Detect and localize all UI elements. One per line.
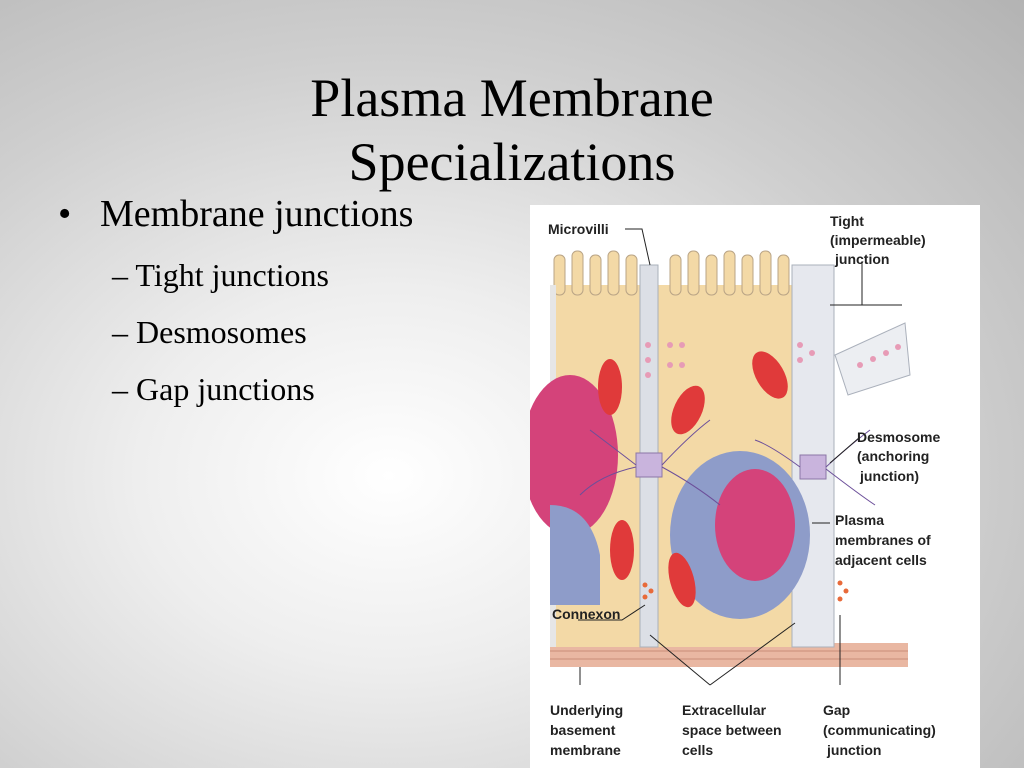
- label-plasma-1: Plasma: [835, 512, 884, 528]
- membrane-junctions-illustration: Microvilli Tight (impermeable) junction …: [530, 205, 980, 768]
- bullet-dot: •: [58, 193, 72, 235]
- title-line-1: Plasma Membrane: [310, 68, 714, 128]
- mitochondria: [598, 351, 788, 608]
- label-tight-1: Tight: [830, 213, 864, 229]
- subitem-tight-junctions: – Tight junctions: [112, 257, 329, 293]
- title-line-2: Specializations: [348, 132, 676, 192]
- nucleus-left: [530, 375, 618, 535]
- microvilli: [553, 250, 790, 296]
- slide-title: Plasma Membrane Specializations: [150, 66, 874, 194]
- label-gap-3: junction: [826, 742, 881, 758]
- label-extracellular-3: cells: [682, 742, 713, 758]
- bullet-item: • Membrane junctions: [58, 190, 413, 238]
- label-underlying-2: basement: [550, 722, 616, 738]
- illustration-svg: Microvilli Tight (impermeable) junction …: [530, 213, 940, 758]
- label-underlying-1: Underlying: [550, 702, 623, 718]
- label-extracellular-1: Extracellular: [682, 702, 767, 718]
- label-tight-3: junction: [834, 251, 889, 267]
- label-extracellular-2: space between: [682, 722, 782, 738]
- label-gap-2: (communicating): [823, 722, 936, 738]
- label-gap-1: Gap: [823, 702, 850, 718]
- label-desmosome-2: (anchoring: [857, 448, 929, 464]
- subitem-desmosomes: – Desmosomes: [112, 314, 307, 350]
- bullet-list: • Membrane junctions – Tight junctions – …: [58, 190, 413, 409]
- label-connexon: Connexon: [552, 606, 620, 622]
- label-tight-2: (impermeable): [830, 232, 926, 248]
- subitem-gap-junctions: – Gap junctions: [112, 371, 315, 407]
- label-underlying-3: membrane: [550, 742, 621, 758]
- label-desmosome-1: Desmosome: [857, 429, 940, 445]
- plasma-membrane-right: [791, 264, 835, 648]
- label-microvilli: Microvilli: [548, 221, 609, 237]
- bullet-text: Membrane junctions: [100, 193, 414, 235]
- label-plasma-3: adjacent cells: [835, 552, 927, 568]
- label-desmosome-3: junction): [859, 468, 919, 484]
- label-plasma-2: membranes of: [835, 532, 931, 548]
